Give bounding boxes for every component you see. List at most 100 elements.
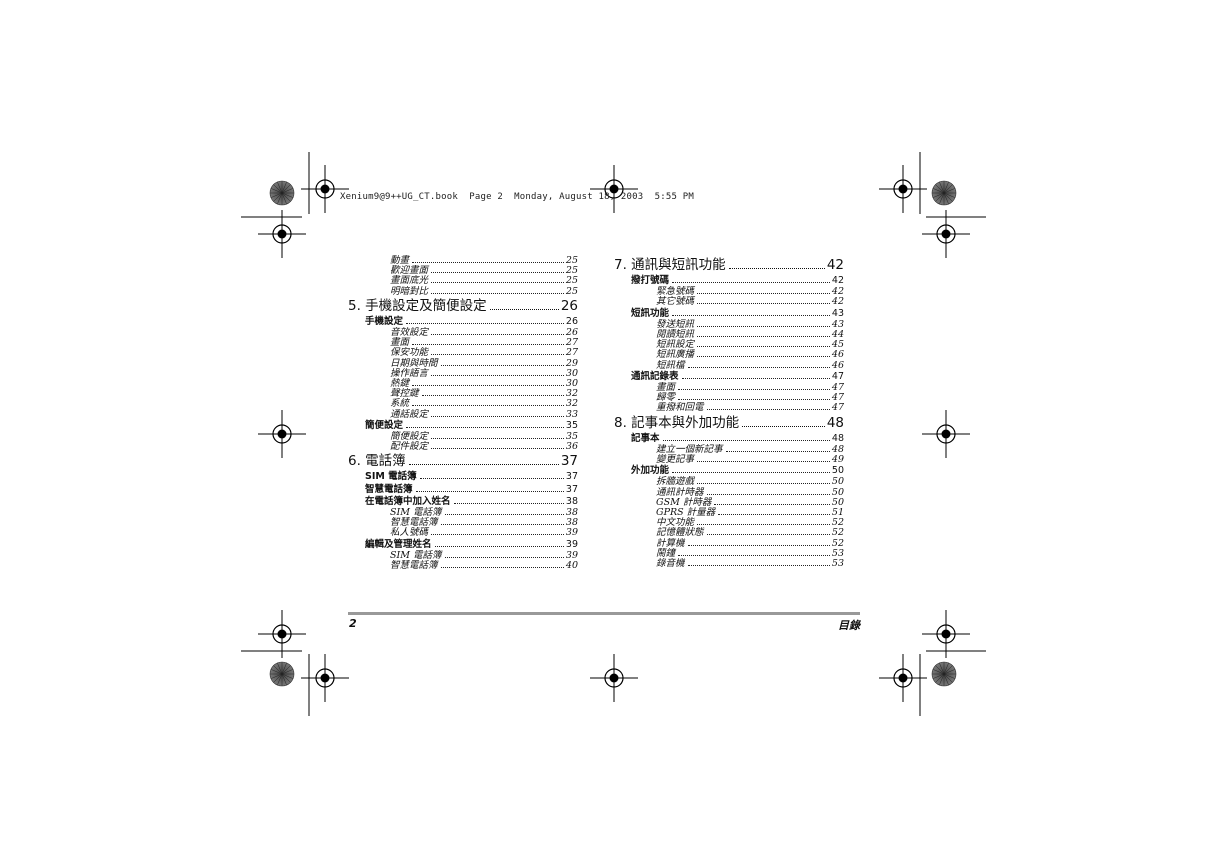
toc-entry-title: 動畫 <box>390 255 410 266</box>
toc-entry-page: 43 <box>831 307 844 319</box>
toc-entry-title: 記憶體狀態 <box>656 527 704 539</box>
toc-entry-title: 短訊檔 <box>656 359 685 371</box>
toc-entry-title: 配件設定 <box>390 441 429 453</box>
toc-entry-title: SIM 電話簿 <box>390 549 442 561</box>
page-header: Xenium9@9++UG_CT.book Page 2 Monday, Aug… <box>340 192 694 202</box>
toc-entry-page: 29 <box>565 357 578 369</box>
toc-entry-level3: 變更記事 49 <box>614 454 844 466</box>
toc-entry-page: 36 <box>565 441 578 453</box>
dot-leader <box>697 483 830 485</box>
toc-entry-level3: 私人號碼 39 <box>348 528 578 538</box>
toc-entry-page: 30 <box>565 367 578 379</box>
dot-leader <box>718 514 830 516</box>
dot-leader <box>434 545 564 547</box>
toc-entry-page: 25 <box>565 265 578 277</box>
toc-entry-title: 其它號碼 <box>656 296 695 308</box>
toc-entry-title: 緊急號碼 <box>656 286 695 298</box>
toc-entry-title: SIM 電話簿 <box>365 471 417 483</box>
toc-entry-title: 畫面 <box>390 337 410 349</box>
toc-entry-page: 47 <box>831 392 844 404</box>
toc-entry-title: GSM 計時器 <box>656 496 712 508</box>
dot-leader <box>697 293 830 295</box>
toc-entry-title: 畫面底光 <box>390 275 429 287</box>
toc-entry-title: 重撥和回電 <box>656 402 704 414</box>
toc-entry-page: 39 <box>565 527 578 539</box>
toc-entry-page: 37 <box>560 453 578 470</box>
dot-leader <box>412 344 564 346</box>
dot-leader <box>431 292 564 294</box>
dot-leader <box>406 322 564 324</box>
toc-entry-title: 撥打號碼 <box>631 275 670 286</box>
dot-leader <box>706 534 830 536</box>
toc-entry-page: 35 <box>565 431 578 443</box>
toc-entry-title: 私人號碼 <box>390 527 429 539</box>
toc-entry-page: 27 <box>565 347 578 359</box>
dot-leader <box>406 426 564 428</box>
dot-leader <box>697 336 830 338</box>
dot-leader <box>421 395 564 397</box>
toc-entry-page: 38 <box>565 507 578 519</box>
toc-entry-page: 39 <box>565 538 578 550</box>
dot-leader <box>431 448 564 450</box>
toc-entry-title: 中文功能 <box>656 517 695 529</box>
dot-leader <box>431 354 564 356</box>
dot-leader <box>415 490 564 492</box>
dot-leader <box>431 272 564 274</box>
toc-entry-title: 歸零 <box>656 392 676 404</box>
dot-leader <box>687 565 830 567</box>
toc-entry-title: 編輯及管理姓名 <box>365 538 432 550</box>
toc-entry-title: 5. 手機設定及簡便設定 <box>348 297 487 314</box>
toc-entry-title: 音效設定 <box>390 327 429 339</box>
dot-leader <box>681 377 830 379</box>
toc-entry-page: 45 <box>831 339 844 351</box>
toc-entry-page: 44 <box>831 329 844 341</box>
toc-entry-level3: 動畫 25 <box>348 255 578 266</box>
toc-entry-title: 鬧鐘 <box>656 547 676 559</box>
dot-leader <box>714 503 830 505</box>
dot-leader <box>697 356 830 358</box>
toc-entry-title: 歡迎畫面 <box>390 265 429 277</box>
toc-entry-page: 42 <box>831 286 844 298</box>
toc-entry-page: 40 <box>565 560 578 572</box>
toc-entry-page: 25 <box>565 285 578 297</box>
dot-leader <box>431 282 564 284</box>
toc-entry-title: 明暗對比 <box>390 285 429 297</box>
toc-entry-title: 通話設定 <box>390 408 429 420</box>
toc-entry-title: 建立一個新記事 <box>656 443 723 455</box>
dot-leader <box>453 502 564 504</box>
toc-entry-page: 51 <box>831 507 844 519</box>
dot-leader <box>697 303 830 305</box>
toc-entry-page: 30 <box>565 378 578 390</box>
dot-leader <box>431 334 564 336</box>
toc-entry-page: 52 <box>831 537 844 549</box>
toc-entry-page: 49 <box>831 454 844 466</box>
toc-entry-page: 37 <box>565 483 578 495</box>
toc-entry-title: 保安功能 <box>390 347 429 359</box>
toc-entry-page: 25 <box>565 255 578 266</box>
toc-entry-title: 通訊計時器 <box>656 486 704 498</box>
toc-entry-title: 計算機 <box>656 537 685 549</box>
toc-entry-page: 47 <box>831 370 844 382</box>
toc-entry-page: 32 <box>565 398 578 410</box>
toc-entry-title: 變更記事 <box>656 454 695 466</box>
